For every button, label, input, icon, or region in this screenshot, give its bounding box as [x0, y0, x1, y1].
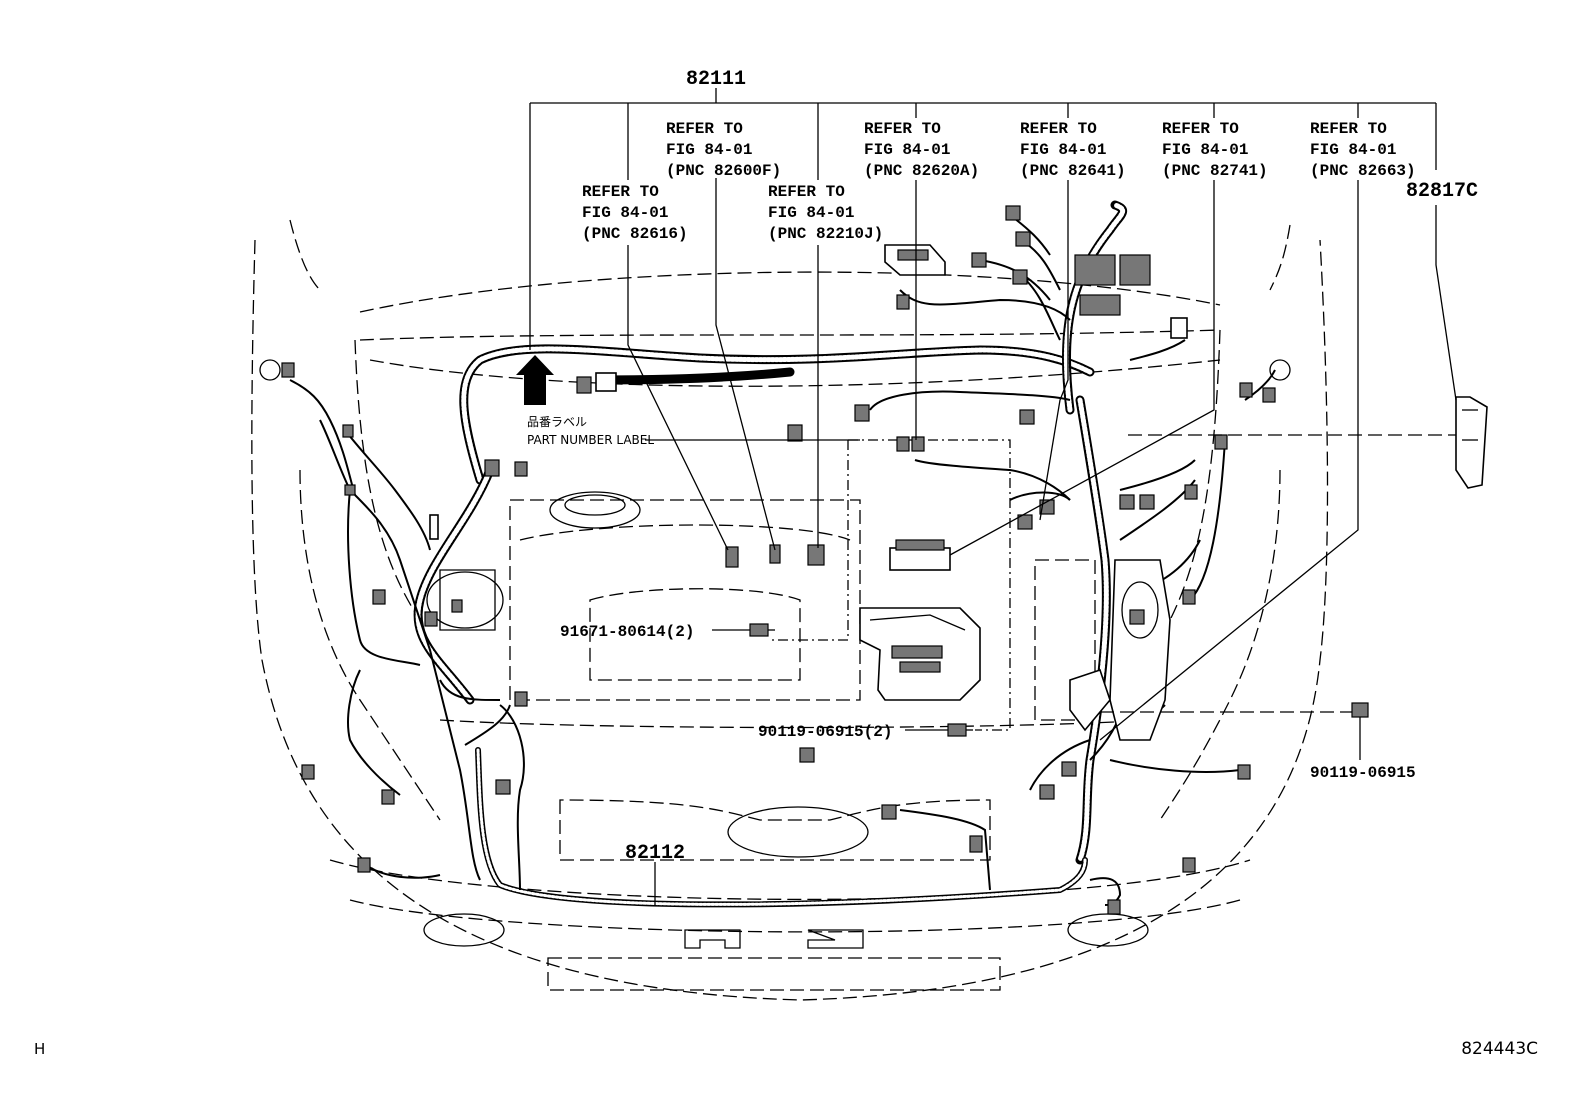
part-number-label-jp: 品番ラベル — [527, 415, 587, 429]
refer-line: (PNC 82663) — [1310, 162, 1416, 180]
refer-line: REFER TO — [1162, 120, 1239, 138]
bolt-91671-80614: 91671-80614(2) — [560, 623, 694, 641]
refer-line: REFER TO — [768, 183, 845, 201]
refer-82620a: REFER TO FIG 84-01 (PNC 82620A) — [864, 120, 979, 180]
connectors — [281, 205, 1488, 915]
refer-line: (PNC 82600F) — [666, 162, 781, 180]
fuse-relay-block — [859, 607, 981, 701]
refer-82616: REFER TO FIG 84-01 (PNC 82616) — [582, 183, 688, 243]
refer-line: (PNC 82620A) — [864, 162, 979, 180]
refer-82600f: REFER TO FIG 84-01 (PNC 82600F) — [666, 120, 781, 180]
refer-line: FIG 84-01 — [768, 204, 854, 222]
refer-82663: REFER TO FIG 84-01 (PNC 82663) — [1310, 120, 1416, 180]
refer-line: (PNC 82641) — [1020, 162, 1126, 180]
connector-top-box — [884, 244, 946, 276]
refer-line: (PNC 82616) — [582, 225, 688, 243]
bolt-icon — [1351, 702, 1369, 760]
labels: 82111 REFER TO FIG 84-01 (PNC 82600F) RE… — [34, 68, 1538, 1059]
refer-line: REFER TO — [582, 183, 659, 201]
right-side-bracket — [1069, 559, 1171, 741]
refer-82741: REFER TO FIG 84-01 (PNC 82741) — [1162, 120, 1268, 180]
refer-line: FIG 84-01 — [582, 204, 668, 222]
refer-line: REFER TO — [864, 120, 941, 138]
refer-line: FIG 84-01 — [666, 141, 752, 159]
vehicle-body-outline — [251, 219, 1329, 1001]
arrow-up-icon — [516, 355, 554, 405]
refer-line: FIG 84-01 — [1162, 141, 1248, 159]
bolt-icon — [749, 623, 775, 637]
part-number-82111: 82111 — [686, 68, 746, 91]
refer-line: FIG 84-01 — [1310, 141, 1396, 159]
main-harness-82111 — [413, 200, 1276, 865]
bolt-90119-06915: 90119-06915 — [1310, 764, 1416, 782]
bracket-82817c — [1455, 396, 1488, 489]
refer-line: FIG 84-01 — [1020, 141, 1106, 159]
illustration-id: 824443C — [1461, 1039, 1538, 1059]
part-number-82817c: 82817C — [1406, 180, 1478, 203]
part-number-label-en: PART NUMBER LABEL — [527, 433, 654, 447]
refer-82641: REFER TO FIG 84-01 (PNC 82641) — [1020, 120, 1126, 180]
refer-line: REFER TO — [1310, 120, 1387, 138]
refer-line: (PNC 82741) — [1162, 162, 1268, 180]
leader-lines — [529, 88, 1457, 905]
corner-mark: H — [34, 1040, 45, 1058]
relay-box — [889, 539, 951, 571]
refer-82210j: REFER TO FIG 84-01 (PNC 82210J) — [768, 183, 883, 243]
refer-line: REFER TO — [1020, 120, 1097, 138]
part-number-82112: 82112 — [625, 842, 685, 865]
refer-line: (PNC 82210J) — [768, 225, 883, 243]
refer-line: REFER TO — [666, 120, 743, 138]
bolt-90119-06915-2: 90119-06915(2) — [758, 723, 892, 741]
refer-line: FIG 84-01 — [864, 141, 950, 159]
